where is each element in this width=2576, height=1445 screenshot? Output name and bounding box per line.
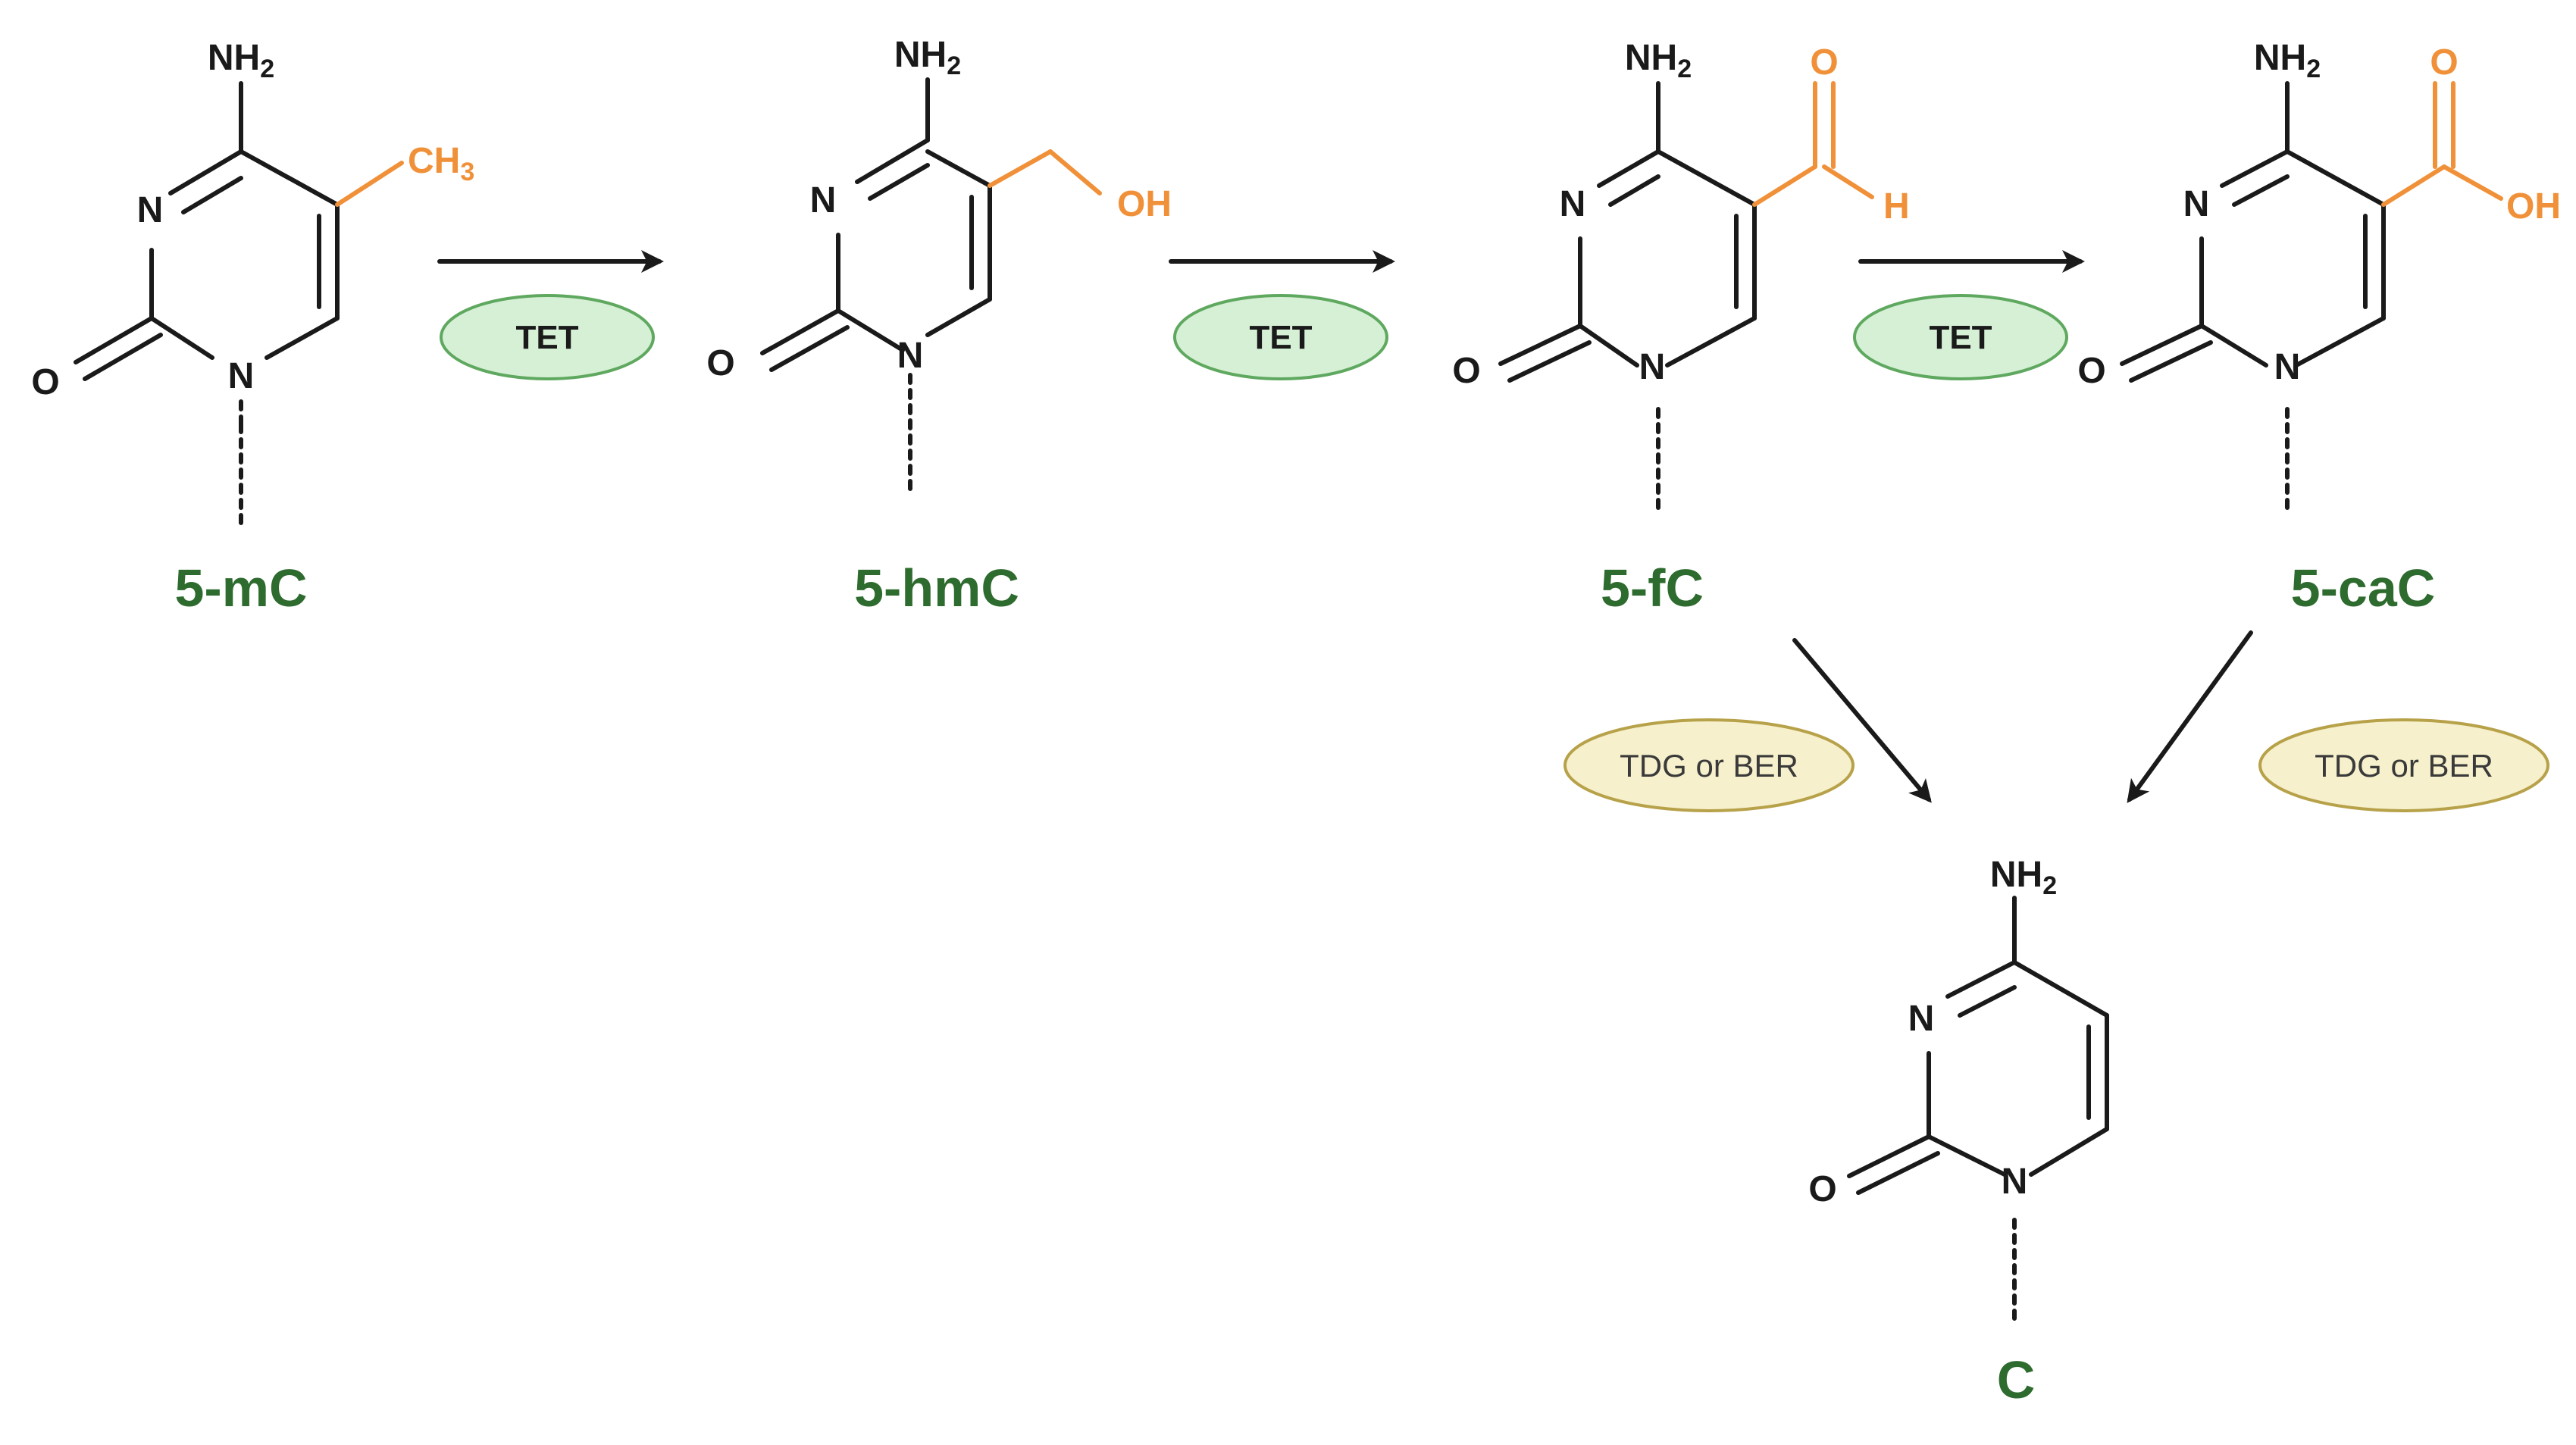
reaction-arrows (437, 250, 2253, 803)
enzyme-tet-3: TET (1853, 294, 2068, 380)
arrow-cac-to-c (2127, 630, 2253, 803)
enzyme-label: TET (1929, 319, 1992, 356)
atom-ring-n1: N (228, 356, 255, 396)
atom-ring-n: N (1560, 184, 1586, 224)
enzyme-oval (1173, 294, 1388, 380)
ring-bonds (1498, 81, 1757, 518)
substituent-carboxyl-bonds (2381, 81, 2503, 207)
atom-ring-n1: N (897, 336, 924, 376)
label-5-mc: 5-mC (174, 558, 307, 618)
label-5-hmc: 5-hmC (854, 558, 1019, 618)
molecule-5-fc: NH2 N N O O H 5-fC (1452, 38, 1909, 618)
enzyme-oval (2258, 718, 2549, 812)
molecule-5-mc: NH2 N N O CH3 5-mC (31, 38, 474, 618)
atom-carboxyl-oxygen: O (2430, 42, 2458, 83)
ring-bonds (1847, 896, 2109, 1328)
atom-amine: NH2 (1990, 855, 2057, 900)
atom-oxygen: O (2077, 351, 2105, 391)
atom-ring-n1: N (2002, 1162, 2028, 1202)
atom-oxygen: O (1452, 351, 1480, 391)
ring-bonds (74, 81, 340, 525)
atom-amine: NH2 (894, 35, 961, 80)
atom-oxygen: O (1808, 1169, 1836, 1209)
enzyme-tdg-left: TDG or BER (1563, 718, 1855, 812)
ring-bonds (2120, 81, 2386, 518)
atom-hydroxyl: OH (1117, 184, 1172, 224)
ring-bonds (760, 77, 992, 495)
enzyme-tdg-right: TDG or BER (2258, 718, 2549, 812)
substituent-hydroxymethyl-bonds (988, 149, 1102, 195)
atom-formyl-hydrogen: H (1883, 186, 1910, 227)
atom-ring-n: N (2183, 184, 2210, 224)
enzyme-label: TET (515, 319, 578, 356)
enzyme-oval (440, 294, 655, 380)
atom-carboxyl-hydroxyl: OH (2506, 186, 2561, 227)
atom-amine: NH2 (2254, 38, 2321, 83)
molecule-c: NH2 N N O C (1808, 855, 2109, 1409)
enzyme-oval (1853, 294, 2068, 380)
label-5-fc: 5-fC (1601, 558, 1704, 618)
molecule-5-cac: NH2 N N O O OH 5-caC (2077, 38, 2561, 618)
label-c: C (1997, 1350, 2036, 1409)
enzyme-label: TET (1249, 319, 1312, 356)
molecule-5-hmc: NH2 N N O OH 5-hmC (706, 35, 1172, 618)
atom-methyl: CH3 (408, 141, 474, 186)
atom-oxygen: O (31, 362, 59, 402)
atom-ring-n1: N (2274, 347, 2301, 387)
substituent-formyl-bonds (1752, 81, 1874, 207)
label-5-cac: 5-caC (2291, 558, 2436, 618)
substituent-methyl-bond (335, 161, 404, 207)
enzyme-tet-2: TET (1173, 294, 1388, 380)
atom-ring-n: N (137, 190, 164, 230)
atom-ring-n: N (1908, 999, 1935, 1039)
arrow-fc-to-c (1792, 638, 1932, 803)
atom-amine: NH2 (1625, 38, 1692, 83)
enzyme-label: TDG or BER (2315, 748, 2493, 783)
enzyme-tet-1: TET (440, 294, 655, 380)
atom-amine: NH2 (208, 38, 274, 83)
atom-ring-n1: N (1639, 347, 1666, 387)
atom-oxygen: O (706, 343, 734, 383)
enzyme-label: TDG or BER (1620, 748, 1798, 783)
atom-formyl-oxygen: O (1810, 42, 1838, 83)
enzyme-oval (1563, 718, 1855, 812)
atom-ring-n: N (810, 180, 837, 221)
